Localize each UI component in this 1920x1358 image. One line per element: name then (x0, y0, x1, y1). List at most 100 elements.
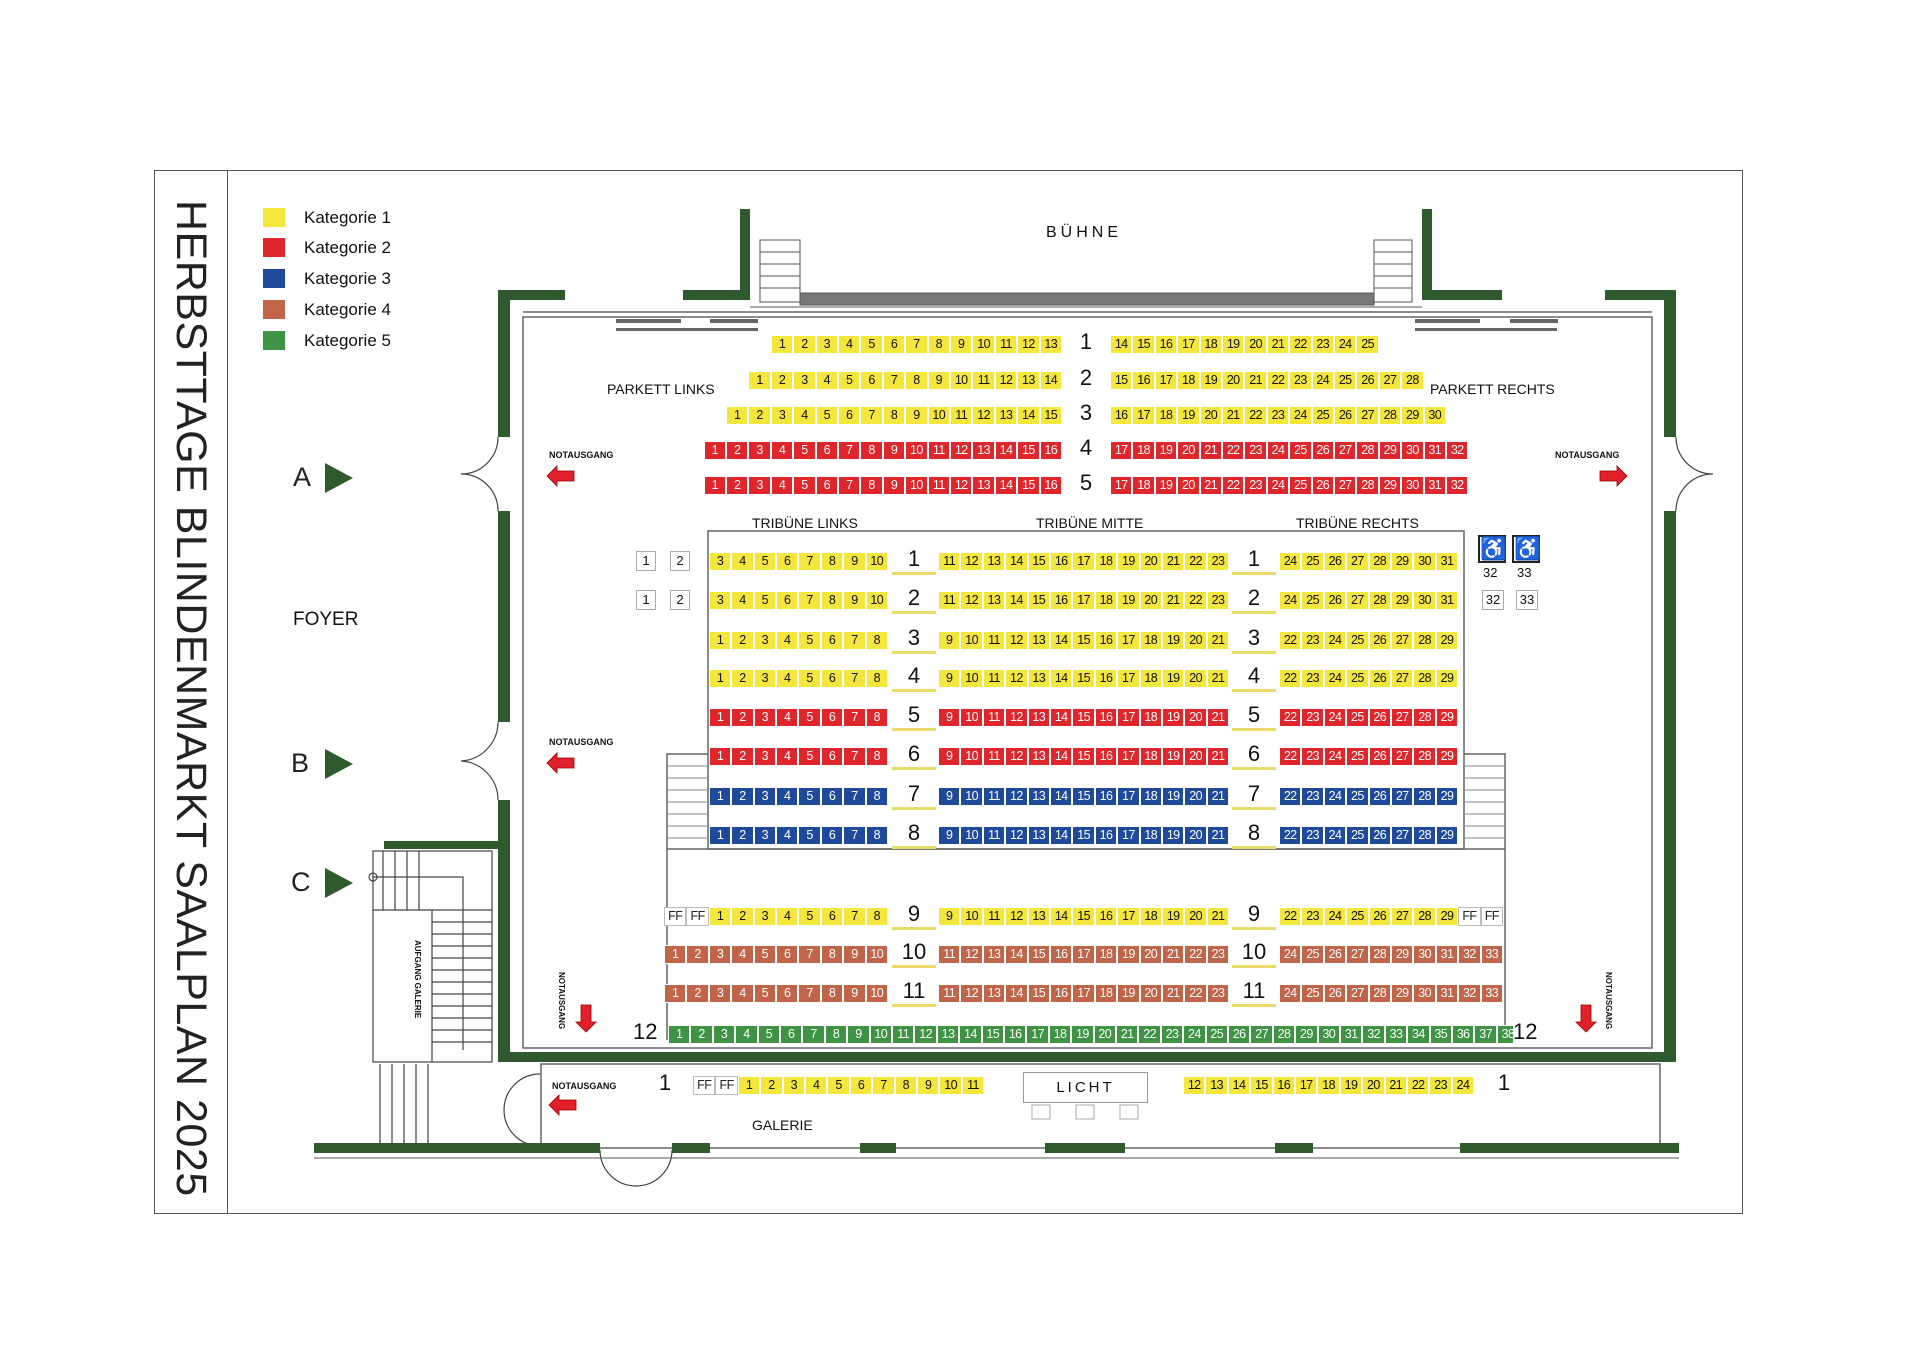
seat[interactable]: 24 (1323, 826, 1347, 845)
seat[interactable]: 28 (1413, 631, 1436, 650)
seat[interactable]: 12 (1005, 631, 1028, 650)
seat[interactable]: 22 (1279, 708, 1302, 727)
seat[interactable]: 12 (1005, 708, 1028, 727)
seat[interactable]: 1 (708, 669, 732, 688)
seat[interactable]: 28 (1413, 826, 1436, 845)
seat[interactable]: 1 (664, 945, 687, 964)
seat[interactable]: 28 (1413, 787, 1436, 806)
seat[interactable]: 7 (838, 476, 861, 495)
seat[interactable]: 28 (1401, 371, 1424, 390)
seat[interactable]: 18 (1132, 441, 1155, 460)
seat[interactable]: 11 (982, 787, 1006, 806)
seat[interactable]: 4 (776, 631, 799, 650)
seat[interactable]: 7 (860, 406, 883, 425)
seat[interactable]: 27 (1391, 907, 1414, 926)
seat[interactable]: 28 (1356, 476, 1379, 495)
seat[interactable]: 16 (1039, 476, 1062, 495)
seat[interactable]: 15 (1072, 708, 1095, 727)
seat[interactable]: 6 (820, 669, 844, 688)
seat[interactable]: 12 (950, 476, 973, 495)
seat[interactable]: 25 (1289, 441, 1312, 460)
seat[interactable]: 5 (815, 406, 838, 425)
seat[interactable]: 28 (1413, 669, 1436, 688)
seat[interactable]: 26 (1356, 371, 1379, 390)
seat[interactable]: 31 (1435, 552, 1459, 571)
seat[interactable]: 15 (1072, 826, 1095, 845)
seat[interactable]: 5 (757, 1025, 780, 1044)
seat[interactable]: 14 (959, 1025, 982, 1044)
seat[interactable]: 5 (798, 907, 821, 926)
seat[interactable]: 1 (703, 441, 726, 460)
seat[interactable]: 25 (1205, 1025, 1228, 1044)
seat[interactable]: 5 (798, 747, 821, 766)
seat[interactable]: 15 (1027, 552, 1050, 571)
seat[interactable]: 12 (1005, 787, 1028, 806)
seat[interactable]: 15 (1072, 631, 1095, 650)
seat[interactable]: 1 (703, 476, 726, 495)
seat[interactable]: 13 (972, 441, 995, 460)
wheelchair-icon[interactable]: ♿ (1512, 535, 1542, 563)
seat[interactable]: 19 (1117, 945, 1140, 964)
seat[interactable]: 25 (1334, 371, 1357, 390)
seat[interactable]: 12 (1183, 1076, 1206, 1095)
seat[interactable]: 2 (731, 669, 754, 688)
seat[interactable]: 26 (1311, 476, 1334, 495)
seat[interactable]: 9 (917, 1076, 940, 1095)
seat[interactable]: 4 (776, 747, 799, 766)
seat[interactable]: 18 (1094, 552, 1118, 571)
seat[interactable]: 9 (938, 787, 961, 806)
seat[interactable]: 2 (760, 1076, 783, 1095)
seat[interactable]: 11 (927, 476, 950, 495)
seat[interactable]: 17 (1295, 1076, 1318, 1095)
seat[interactable]: 25 (1346, 826, 1369, 845)
seat[interactable]: 28 (1413, 907, 1436, 926)
seat[interactable]: 10 (960, 669, 983, 688)
seat[interactable]: 30 (1423, 406, 1446, 425)
seat[interactable]: 1 (748, 371, 771, 390)
extra-seat[interactable]: 2 (670, 590, 690, 610)
seat[interactable]: 6 (838, 406, 861, 425)
seat[interactable]: 3 (748, 441, 771, 460)
seat[interactable]: 32 (1446, 476, 1469, 495)
seat[interactable]: 8 (820, 984, 844, 1003)
seat[interactable]: 13 (1027, 787, 1050, 806)
seat[interactable]: 4 (731, 552, 754, 571)
seat[interactable]: 14 (994, 441, 1018, 460)
seat[interactable]: 25 (1346, 669, 1369, 688)
seat[interactable]: 20 (1222, 371, 1245, 390)
seat[interactable]: 18 (1132, 476, 1155, 495)
seat[interactable]: 20 (1139, 984, 1162, 1003)
seat[interactable]: 26 (1334, 406, 1357, 425)
seat[interactable]: 3 (753, 907, 776, 926)
seat[interactable]: 10 (960, 826, 983, 845)
seat[interactable]: 23 (1206, 552, 1230, 571)
seat[interactable]: 20 (1177, 441, 1200, 460)
seat[interactable]: 13 (1027, 631, 1050, 650)
seat[interactable]: 2 (686, 984, 709, 1003)
seat[interactable]: 5 (793, 441, 816, 460)
seat[interactable]: 30 (1413, 552, 1436, 571)
seat[interactable]: 18 (1199, 335, 1222, 354)
seat[interactable]: 1 (726, 406, 749, 425)
seat[interactable]: 13 (1205, 1076, 1228, 1095)
seat[interactable]: 1 (708, 826, 732, 845)
seat[interactable]: 21 (1162, 552, 1185, 571)
seat[interactable]: 13 (1027, 826, 1050, 845)
seat[interactable]: 14 (1050, 669, 1073, 688)
seat[interactable]: 12 (914, 1025, 937, 1044)
seat[interactable]: 16 (1050, 591, 1073, 610)
seat[interactable]: 24 (1266, 476, 1290, 495)
seat[interactable]: 22 (1279, 826, 1302, 845)
seat[interactable]: 27 (1391, 708, 1414, 727)
seat[interactable]: 22 (1222, 441, 1245, 460)
seat[interactable]: 20 (1093, 1025, 1116, 1044)
seat[interactable]: 1 (708, 747, 732, 766)
seat[interactable]: 31 (1435, 945, 1459, 964)
seat[interactable]: 26 (1368, 669, 1391, 688)
seat[interactable]: 7 (872, 1076, 895, 1095)
seat[interactable]: 16 (1094, 747, 1118, 766)
wheelchair-icon[interactable]: ♿ (1478, 535, 1508, 563)
seat[interactable]: 32 (1458, 945, 1481, 964)
seat[interactable]: 12 (950, 441, 973, 460)
seat[interactable]: 23 (1301, 747, 1324, 766)
